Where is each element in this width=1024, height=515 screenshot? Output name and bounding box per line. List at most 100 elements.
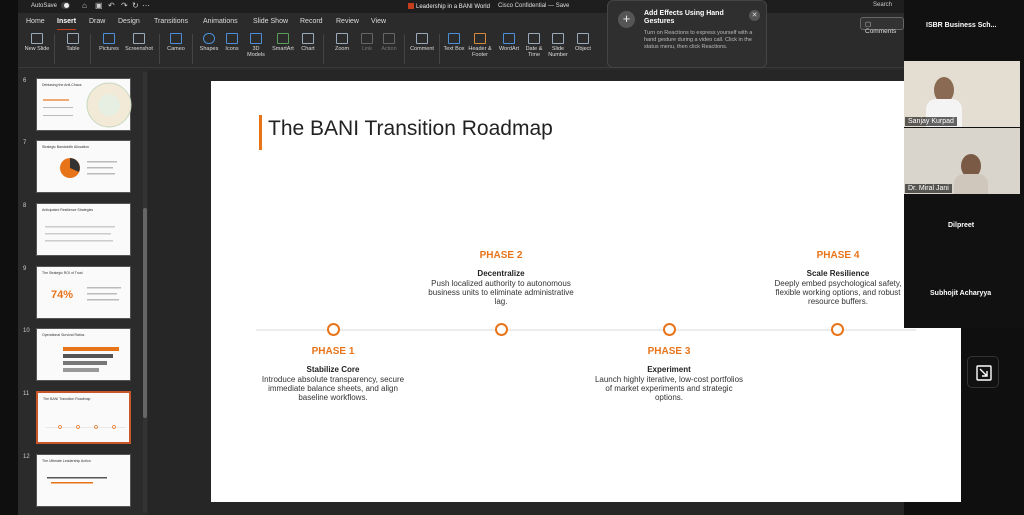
notification-toast[interactable]: + Add Effects Using Hand Gestures Turn o… <box>607 0 767 68</box>
object-icon <box>577 33 589 44</box>
comment-button[interactable]: Comment <box>408 33 436 52</box>
zoom-label: Zoom <box>334 46 350 52</box>
participant-video-1[interactable]: Sanjay Kurpad <box>904 61 1020 127</box>
thumbnail-image[interactable]: The BANI Transition Roadmap <box>36 391 131 444</box>
slide-number: 6 <box>23 78 27 84</box>
title-accent-bar <box>259 115 262 150</box>
redo-icon[interactable]: ↷ <box>121 1 128 10</box>
thumbnail-scrollbar[interactable] <box>143 72 147 512</box>
header-footer-button[interactable]: Header & Footer <box>465 33 495 58</box>
zoom-button[interactable]: Zoom <box>329 33 355 52</box>
thumbnail-graphic <box>63 347 119 372</box>
participant-3[interactable]: Dilpreet <box>904 195 1020 261</box>
chart-button[interactable]: Chart <box>297 33 319 52</box>
autosave-toggle[interactable] <box>61 2 70 9</box>
thumbnail-image[interactable]: Operational Survival Ratios <box>36 328 131 381</box>
slide-thumbnail-9[interactable]: 9 The Strategic ROI of Trust 74% <box>18 258 148 319</box>
refresh-icon[interactable]: ↻ <box>132 1 139 10</box>
slide-thumbnail-7[interactable]: 7 Strategic Bandwidth Allocation <box>18 132 148 193</box>
participant-host[interactable]: ISBR Business Sch... <box>904 0 1020 66</box>
slide-title[interactable]: The BANI Transition Roadmap <box>268 117 553 140</box>
phase-4[interactable]: PHASE 4 Scale Resilience Deeply embed ps… <box>763 250 913 306</box>
slide-number-button[interactable]: Slide Number <box>545 33 571 58</box>
save-icon[interactable]: ▣ <box>95 1 103 10</box>
slide-thumbnail-8[interactable]: 8 Anticipated Resilience Strategies <box>18 195 148 256</box>
slide-thumbnail-6[interactable]: 6 Debiasing the Anti-Chaos <box>18 70 148 131</box>
table-label: Table <box>66 46 80 52</box>
wordart-button[interactable]: WordArt <box>495 33 523 52</box>
link-button[interactable]: Link <box>356 33 378 52</box>
close-icon[interactable]: ✕ <box>749 10 760 21</box>
pictures-button[interactable]: Pictures <box>96 33 122 52</box>
slide-number: 9 <box>23 266 27 272</box>
ribbon-tabs: Home Insert Draw Design Transitions Anim… <box>18 15 904 31</box>
tab-slide-show[interactable]: Slide Show <box>253 18 289 25</box>
new-slide-button[interactable]: New Slide <box>24 33 50 52</box>
tab-view[interactable]: View <box>371 18 387 25</box>
scrollbar-thumb[interactable] <box>143 208 147 418</box>
comment-icon: ▢ <box>865 21 872 28</box>
participant-face <box>961 154 981 178</box>
cameo-button[interactable]: Cameo <box>163 33 189 52</box>
date-time-button[interactable]: Date & Time <box>523 33 545 58</box>
slide-thumbnail-12[interactable]: 12 The Ultimate Leadership Action <box>18 446 148 507</box>
object-button[interactable]: Object <box>571 33 595 52</box>
participant-video-2[interactable]: Dr. Miral Jani <box>904 128 1020 194</box>
comment-label: Comment <box>410 46 434 52</box>
slide-thumbnail-11[interactable]: 11 The BANI Transition Roadmap <box>18 383 148 444</box>
search-field[interactable]: Search <box>873 2 893 8</box>
thumbnail-title: The Strategic ROI of Trust <box>42 271 83 275</box>
icons-button[interactable]: Icons <box>221 33 243 52</box>
participants-panel: ISBR Business Sch... Sanjay Kurpad Dr. M… <box>904 0 1024 328</box>
thumbnail-image[interactable]: Anticipated Resilience Strategies <box>36 203 131 256</box>
home-icon[interactable]: ⌂ <box>82 1 87 10</box>
tab-transitions[interactable]: Transitions <box>154 18 188 25</box>
thumbnail-title: Strategic Bandwidth Allocation <box>42 145 90 149</box>
current-slide[interactable]: The BANI Transition Roadmap PHASE 1 Stab… <box>211 81 961 502</box>
thumbnail-image[interactable]: Debiasing the Anti-Chaos <box>36 78 132 131</box>
tab-draw[interactable]: Draw <box>89 18 106 25</box>
thumbnail-image[interactable]: The Strategic ROI of Trust 74% <box>36 266 131 319</box>
smartart-button[interactable]: SmartArt <box>269 33 297 52</box>
ribbon-insert: New Slide Table Pictures Screenshot Came… <box>18 30 904 68</box>
phase-4-marker <box>831 323 844 336</box>
3d-models-button[interactable]: 3D Models <box>243 33 269 58</box>
thumbnail-title: Operational Survival Ratios <box>42 333 85 337</box>
document-name: Leadership in a BANI World <box>416 4 490 10</box>
thumbnail-image[interactable]: Strategic Bandwidth Allocation <box>36 140 131 193</box>
thumbnail-graphic <box>46 425 126 429</box>
tab-home[interactable]: Home <box>26 18 45 25</box>
phase-1[interactable]: PHASE 1 Stabilize Core Introduce absolut… <box>258 346 408 402</box>
participant-4[interactable]: Subhojit Acharyya <box>904 261 1020 327</box>
tab-record[interactable]: Record <box>300 18 323 25</box>
comments-button[interactable]: ▢ Comments <box>860 17 904 35</box>
undo-icon[interactable]: ↶ <box>108 1 115 10</box>
thumbnail-graphic <box>47 477 107 484</box>
more-icon[interactable]: ⋯ <box>142 1 150 10</box>
table-button[interactable]: Table <box>60 33 86 52</box>
new-slide-label: New Slide <box>24 46 50 52</box>
text-box-label: Text Box <box>443 46 465 52</box>
screenshot-label: Screenshot <box>125 46 153 52</box>
date-time-label: Date & Time <box>525 46 543 58</box>
tab-insert[interactable]: Insert <box>57 18 77 31</box>
screen-share-button[interactable] <box>967 356 999 388</box>
link-label: Link <box>361 46 373 52</box>
phase-description: Push localized authority to autonomous b… <box>428 279 574 306</box>
shapes-button[interactable]: Shapes <box>196 33 222 52</box>
action-button[interactable]: Action <box>377 33 401 52</box>
tab-animations[interactable]: Animations <box>203 18 238 25</box>
thumbnail-image[interactable]: The Ultimate Leadership Action <box>36 454 131 507</box>
phase-label: PHASE 3 <box>647 346 691 357</box>
phase-2[interactable]: PHASE 2 Decentralize Push localized auth… <box>426 250 576 306</box>
icons-label: Icons <box>225 46 239 52</box>
phase-3[interactable]: PHASE 3 Experiment Launch highly iterati… <box>594 346 744 402</box>
tab-review[interactable]: Review <box>336 18 359 25</box>
slide-thumbnail-10[interactable]: 10 Operational Survival Ratios <box>18 320 148 381</box>
screenshot-button[interactable]: Screenshot <box>122 33 156 52</box>
tab-design[interactable]: Design <box>118 18 140 25</box>
pictures-label: Pictures <box>99 46 119 52</box>
slide-number: 7 <box>23 140 27 146</box>
text-box-button[interactable]: Text Box <box>443 33 465 52</box>
sensitivity-label[interactable]: Cisco Confidential — Save <box>498 3 570 9</box>
